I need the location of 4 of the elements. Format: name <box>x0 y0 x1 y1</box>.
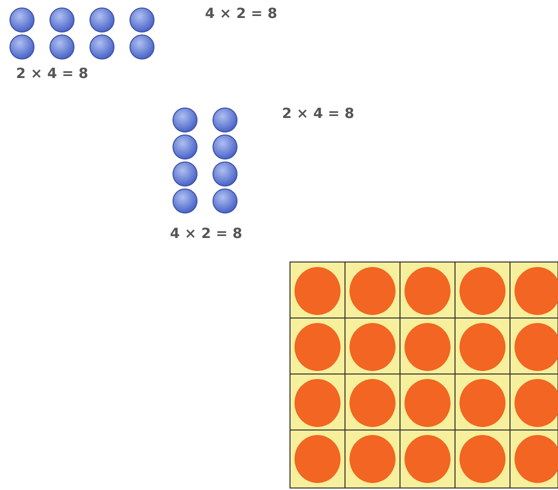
equation-label: 2 × 4 = 8 <box>282 106 354 122</box>
equation-label: 2 × 4 = 8 <box>16 66 88 82</box>
equation-label: 4 × 2 = 8 <box>205 6 278 22</box>
equation-label: 4 × 2 = 8 <box>170 226 242 242</box>
